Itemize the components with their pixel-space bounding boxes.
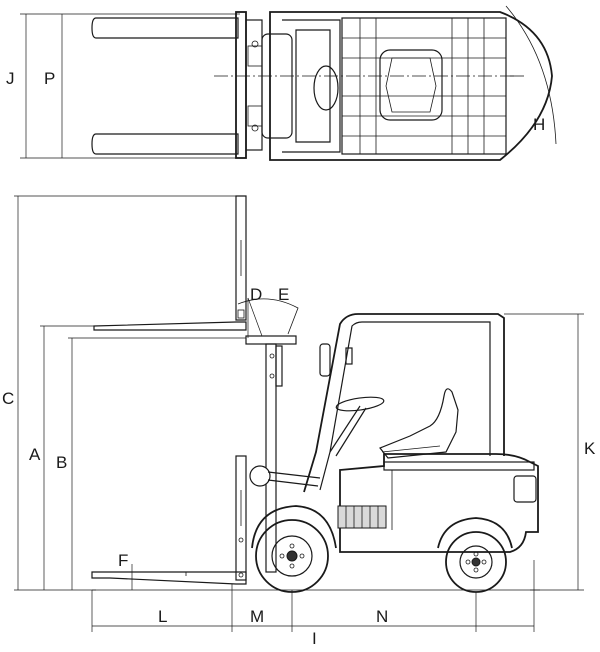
steering-wheel (335, 396, 385, 412)
label-F: F (118, 551, 128, 570)
top-view (20, 5, 557, 161)
label-A: A (29, 445, 41, 464)
label-P: P (44, 69, 55, 88)
lowered-fork-shank (235, 455, 247, 581)
overhead-guard (303, 313, 505, 493)
top-seat (379, 49, 443, 121)
label-C: C (2, 389, 14, 408)
truck-body (339, 453, 539, 553)
top-fork-lower (91, 133, 239, 155)
dimension-labels: J P H C A B D E F K L M N I (2, 69, 596, 648)
raised-fork-shank (235, 195, 247, 321)
mast-top (245, 335, 297, 345)
label-N: N (376, 607, 388, 626)
label-B: B (56, 453, 67, 472)
top-truck-body (269, 11, 553, 161)
label-D: D (250, 285, 262, 304)
label-K: K (584, 439, 596, 458)
label-J: J (6, 69, 15, 88)
top-fork-upper (91, 17, 239, 39)
label-I: I (312, 629, 317, 648)
mast-upright (265, 343, 277, 573)
side-view (14, 195, 584, 632)
label-L: L (158, 607, 167, 626)
label-H: H (533, 115, 545, 134)
top-overhead-guard (341, 17, 507, 155)
label-E: E (278, 285, 289, 304)
operator-seat (379, 388, 459, 459)
label-M: M (250, 607, 264, 626)
tilt-cylinder-pivot (249, 465, 271, 487)
lowered-fork-blade (91, 571, 247, 585)
raised-fork-blade (93, 321, 247, 331)
